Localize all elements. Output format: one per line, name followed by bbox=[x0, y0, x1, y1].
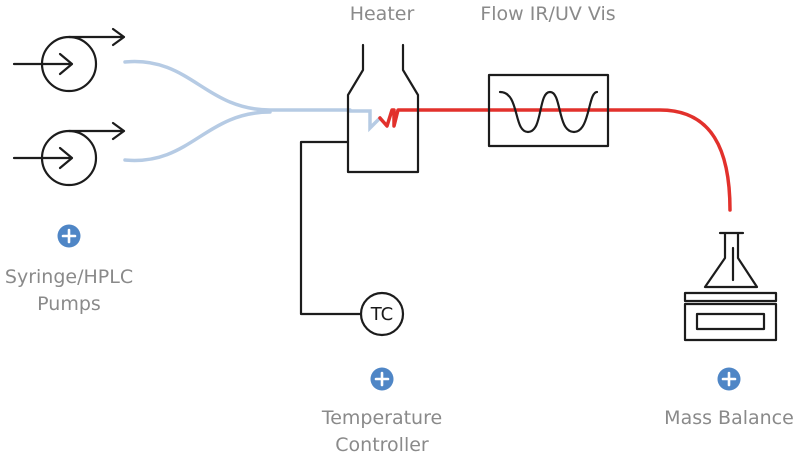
mass-balance-plus-icon[interactable] bbox=[717, 367, 741, 391]
temperature-label-line1: Temperature bbox=[321, 407, 442, 429]
balance-top-plate bbox=[683, 291, 778, 303]
tc-circle bbox=[359, 291, 405, 337]
sine-wave-icon bbox=[498, 90, 599, 134]
mass-balance-label: Mass Balance bbox=[664, 407, 794, 429]
flow-cell-box bbox=[487, 73, 610, 148]
mass-balance bbox=[683, 231, 778, 342]
temperature-controller: TC bbox=[359, 291, 405, 337]
pump-1-inlet-arrow bbox=[12, 52, 74, 76]
temperature-controller-plus-icon[interactable] bbox=[370, 367, 394, 391]
pump-1-outlet-arrow bbox=[67, 27, 126, 47]
pump-2 bbox=[12, 121, 126, 187]
flow-ir-uv-label: Flow IR/UV Vis bbox=[480, 3, 615, 25]
heater bbox=[346, 43, 420, 174]
feed-line-top bbox=[123, 59, 352, 112]
flow-ir-uv-cell bbox=[487, 73, 610, 148]
heater-body bbox=[346, 43, 420, 174]
pump-2-inlet-arrow bbox=[12, 146, 74, 170]
pumps-label-line1: Syringe/HPLC bbox=[5, 266, 133, 288]
pump-1 bbox=[12, 27, 126, 93]
pump-2-outlet-arrow bbox=[67, 121, 126, 141]
feed-lines bbox=[123, 59, 382, 163]
controller-wire bbox=[299, 140, 363, 316]
feed-line-bottom bbox=[123, 110, 272, 163]
tc-label: TC bbox=[370, 304, 394, 325]
heater-label: Heater bbox=[350, 3, 415, 25]
feed-line-heater bbox=[348, 109, 382, 133]
flask-icon bbox=[703, 231, 759, 289]
product-line bbox=[378, 108, 732, 212]
pumps-plus-icon[interactable] bbox=[57, 224, 81, 248]
pumps-label-line2: Pumps bbox=[37, 293, 101, 315]
temperature-label-line2: Controller bbox=[335, 434, 429, 456]
balance-display bbox=[695, 312, 766, 331]
balance-body bbox=[683, 302, 778, 342]
